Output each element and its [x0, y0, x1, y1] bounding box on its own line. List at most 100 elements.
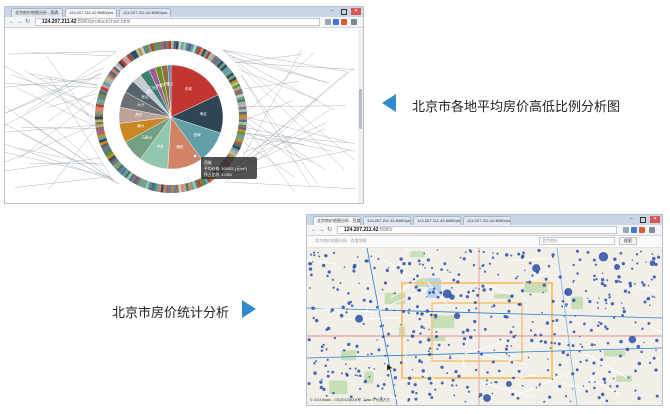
ring-segment [130, 51, 137, 60]
star-icon[interactable] [623, 227, 629, 233]
close-icon[interactable]: ✕ [650, 216, 660, 223]
ring-segment [147, 43, 153, 53]
price-dot [548, 266, 551, 268]
price-dot [440, 268, 443, 271]
price-dot [342, 349, 346, 352]
pie-label: 丰台 [157, 143, 164, 148]
price-dot [322, 387, 326, 391]
price-dot [558, 275, 562, 279]
price-dot [514, 277, 518, 280]
ring-segment [107, 72, 116, 79]
back-icon[interactable]: ← [9, 19, 15, 25]
price-dot [424, 267, 426, 269]
pie-label: 平谷 [163, 81, 170, 86]
price-dot [477, 350, 480, 353]
price-dot [627, 291, 631, 294]
price-dot [485, 379, 488, 382]
price-dot [619, 354, 622, 358]
park-area [494, 294, 515, 299]
url-field[interactable]: 124.207.211.42:8080/product/chart.html [35, 18, 320, 26]
tab-0[interactable]: 北京房价地图分析 - 百度... [313, 216, 361, 225]
price-dot [364, 259, 368, 263]
price-dot [407, 311, 409, 313]
price-dot [327, 370, 330, 373]
price-dot [578, 335, 581, 338]
price-dot [582, 385, 585, 387]
search-button[interactable]: 搜索 [619, 237, 637, 245]
price-dot [446, 269, 449, 272]
forward-icon[interactable]: → [17, 19, 23, 25]
reload-icon[interactable]: ↻ [25, 19, 31, 25]
ring-segment [232, 83, 241, 90]
ring-segment [165, 184, 169, 193]
price-dot [543, 340, 548, 344]
price-dot [592, 258, 596, 262]
ring-segment [96, 131, 106, 136]
price-dot [359, 387, 362, 390]
price-dot [331, 278, 334, 281]
price-dot [436, 295, 440, 299]
reload-icon[interactable]: ↻ [327, 227, 333, 233]
tab-2[interactable]: 124.207.211.42:8080/pro... [413, 216, 461, 225]
price-dot [597, 321, 600, 324]
price-dot [436, 347, 439, 350]
tab-3[interactable]: 124.207.211.42:8080/pro... [463, 216, 511, 225]
menu-icon[interactable] [351, 19, 357, 25]
tab-1[interactable]: 124.207.211.42:8080/pro... [65, 8, 117, 17]
menu-icon[interactable] [649, 227, 655, 233]
ring-segment [145, 44, 150, 54]
price-dot [473, 319, 477, 324]
price-dot [345, 372, 348, 376]
extension-icon[interactable] [333, 19, 339, 25]
tab-2[interactable]: 124.207.211.42:8080/pro... [119, 8, 171, 17]
price-dot [322, 263, 326, 268]
price-dot [614, 390, 616, 393]
extension-icon[interactable] [639, 227, 645, 233]
ring-segment [150, 43, 155, 52]
price-dot [457, 273, 461, 277]
scrollbar[interactable] [358, 29, 363, 203]
price-dot [475, 307, 478, 310]
price-dot [478, 393, 483, 397]
extension-icon[interactable] [631, 227, 637, 233]
tab-0[interactable]: 北京房价地图分析 - 图表... [11, 8, 63, 17]
price-dot [645, 261, 647, 263]
price-dot [313, 254, 316, 257]
price-dot [411, 390, 415, 394]
ring-segment [194, 45, 200, 54]
arrow-left-icon [382, 94, 396, 112]
price-dot [497, 273, 500, 276]
price-dot [634, 321, 637, 324]
price-dot [622, 307, 625, 310]
price-dot [317, 251, 320, 254]
subway-line [307, 307, 662, 319]
street [316, 307, 374, 313]
extension-icon[interactable] [341, 19, 347, 25]
address-bar: ← → ↻ 124.207.211.42:8080/ [307, 225, 662, 236]
price-dot [417, 259, 421, 263]
map-canvas[interactable] [307, 248, 662, 405]
scrollbar-thumb[interactable] [359, 89, 362, 129]
back-icon[interactable]: ← [311, 227, 317, 233]
price-dot [567, 343, 570, 347]
forward-icon[interactable]: → [319, 227, 325, 233]
star-icon[interactable] [325, 19, 331, 25]
price-dot [313, 371, 317, 375]
price-dot [459, 294, 463, 298]
tab-1[interactable]: 124.207.211.42:8080/pro... [363, 216, 411, 225]
price-dot [592, 372, 595, 375]
map-browser-window: 北京房价地图分析 - 百度... 124.207.211.42:8080/pro… [306, 214, 663, 406]
close-icon[interactable]: ✕ [351, 8, 361, 15]
minimize-icon[interactable]: – [630, 216, 633, 222]
ring-segment [107, 155, 116, 162]
ring-segment [231, 81, 240, 88]
url-field[interactable]: 124.207.211.42:8080/ [337, 226, 617, 234]
maximize-icon[interactable] [640, 217, 646, 223]
price-dot [491, 306, 493, 308]
price-dot [417, 288, 422, 292]
ring-segment [124, 55, 132, 64]
maximize-icon[interactable] [341, 9, 347, 15]
price-dot [381, 387, 384, 390]
minimize-icon[interactable]: – [331, 8, 334, 14]
search-input[interactable]: 北京房价 [539, 237, 615, 245]
